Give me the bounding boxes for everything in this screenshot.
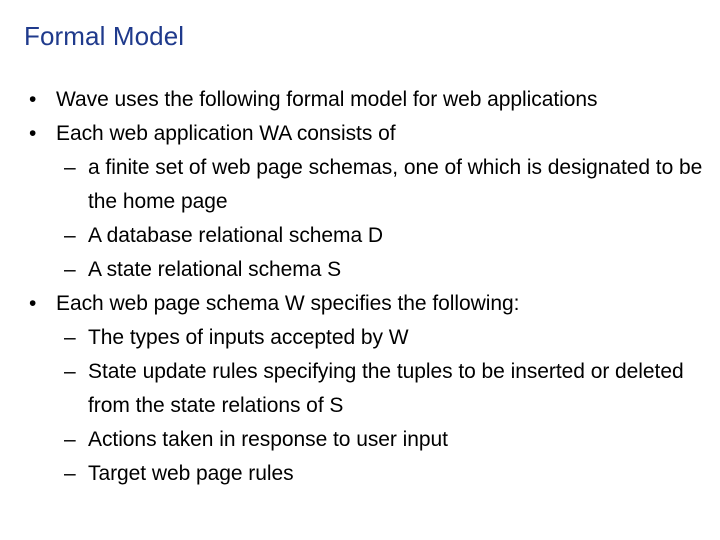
sub-bullet-item: – The types of inputs accepted by W <box>0 321 720 355</box>
sub-bullet-text: Actions taken in response to user input <box>88 428 448 451</box>
dash-bullet-icon: – <box>64 462 76 485</box>
dash-bullet-icon: – <box>64 428 76 451</box>
sub-bullet-item: – Actions taken in response to user inpu… <box>0 423 720 457</box>
bullet-point-icon: • <box>29 88 37 111</box>
dash-bullet-icon: – <box>64 360 76 383</box>
sub-bullet-item: – State update rules specifying the tupl… <box>0 355 720 423</box>
bullet-point-icon: • <box>29 122 37 145</box>
sub-bullet-text: A state relational schema S <box>88 258 342 281</box>
dash-bullet-icon: – <box>64 258 76 281</box>
slide-body: • Wave uses the following formal model f… <box>0 83 720 491</box>
dash-bullet-icon: – <box>64 156 76 179</box>
sub-bullet-text: Target web page rules <box>88 462 294 485</box>
sub-bullet-item: – A database relational schema D <box>0 219 720 253</box>
dash-bullet-icon: – <box>64 326 76 349</box>
sub-bullet-text: The types of inputs accepted by W <box>88 326 409 349</box>
sub-bullet-text: State update rules specifying the tuples… <box>88 360 684 417</box>
bullet-item: • Each web page schema W specifies the f… <box>0 287 720 321</box>
dash-bullet-icon: – <box>64 224 76 247</box>
bullet-point-icon: • <box>29 292 37 315</box>
page-title: Formal Model <box>24 21 185 51</box>
sub-bullet-text: a finite set of web page schemas, one of… <box>88 156 703 213</box>
bullet-item: • Each web application WA consists of <box>0 117 720 151</box>
bullet-text: Each web application WA consists of <box>56 122 396 145</box>
sub-bullet-text: A database relational schema D <box>88 224 384 247</box>
sub-bullet-item: – A state relational schema S <box>0 253 720 287</box>
sub-bullet-item: – a finite set of web page schemas, one … <box>0 151 720 219</box>
bullet-item: • Wave uses the following formal model f… <box>0 83 720 117</box>
bullet-text: Each web page schema W specifies the fol… <box>56 292 520 315</box>
bullet-text: Wave uses the following formal model for… <box>56 88 598 111</box>
sub-bullet-item: – Target web page rules <box>0 457 720 491</box>
